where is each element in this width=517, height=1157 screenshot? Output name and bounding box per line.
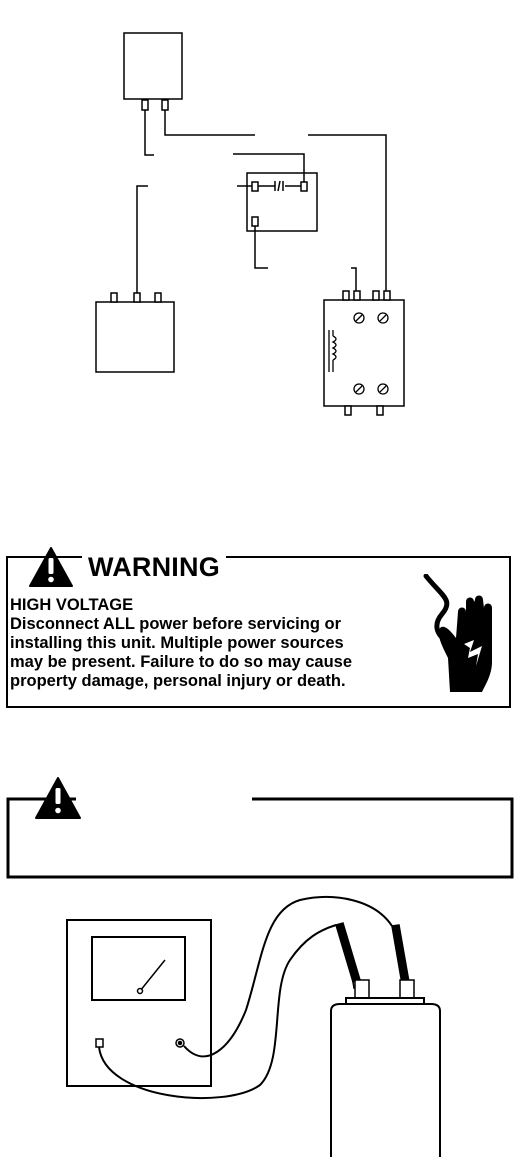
meter-needle-pivot bbox=[136, 987, 144, 995]
contactor-terminal-4 bbox=[383, 290, 391, 301]
contactor-terminal-6 bbox=[376, 405, 384, 416]
left-terminal-3 bbox=[154, 292, 162, 303]
electric-shock-hand-icon bbox=[423, 574, 492, 692]
wire-left-lower bbox=[136, 185, 148, 293]
meter-jack-left bbox=[95, 1038, 104, 1048]
warning-line: property damage, personal injury or deat… bbox=[10, 672, 346, 690]
top-component-terminal-left bbox=[141, 99, 149, 111]
warning-line: may be present. Failure to do so may cau… bbox=[10, 653, 353, 671]
test-lead-right bbox=[183, 896, 393, 1058]
exclamation-triangle-icon bbox=[35, 777, 81, 819]
contactor-terminal-3 bbox=[372, 290, 380, 301]
top-component-terminal-right bbox=[161, 99, 169, 111]
switch-contact-mark bbox=[274, 180, 284, 192]
top-component bbox=[123, 32, 183, 100]
warning-subheading: HIGH VOLTAGE bbox=[10, 596, 134, 614]
contactor-terminal-1 bbox=[342, 290, 350, 301]
capacitor-terminal-left bbox=[354, 979, 370, 999]
left-terminal-2 bbox=[133, 292, 141, 303]
capacitor-terminal-right bbox=[399, 979, 415, 999]
wire-to-right-block bbox=[308, 134, 387, 291]
warning-box bbox=[6, 556, 511, 708]
wire-right-contactor bbox=[351, 267, 357, 291]
wire-top-left bbox=[144, 110, 154, 156]
contactor-terminal-2 bbox=[353, 290, 361, 301]
meter-needle bbox=[139, 959, 166, 992]
test-lead-left bbox=[98, 924, 337, 1100]
exclamation-triangle-icon bbox=[29, 547, 73, 587]
left-lower-component bbox=[95, 301, 175, 373]
warning-line: Disconnect ALL power before servicing or bbox=[10, 615, 341, 633]
warning-heading: WARNING bbox=[82, 552, 226, 583]
contactor-terminal-5 bbox=[344, 405, 352, 416]
wiring-diagram bbox=[95, 32, 405, 416]
wire-into-switch-top bbox=[233, 153, 305, 182]
wire-from-switch-bottom bbox=[254, 226, 268, 269]
contactor-screws bbox=[353, 312, 389, 395]
warning-message: HIGH VOLTAGE Disconnect ALL power before… bbox=[10, 596, 415, 691]
meter-test-diagram bbox=[66, 896, 441, 1157]
wire-top-right bbox=[164, 110, 255, 136]
capacitor-top bbox=[345, 997, 425, 1004]
switch-terminal-right bbox=[300, 181, 308, 192]
contactor-coil bbox=[328, 330, 337, 372]
caution-box bbox=[6, 777, 514, 879]
probe-left bbox=[335, 922, 362, 989]
warning-line: installing this unit. Multiple power sou… bbox=[10, 634, 344, 652]
switch-terminal-bottom bbox=[251, 216, 259, 227]
switch-terminal-left bbox=[251, 181, 259, 192]
capacitor-body bbox=[330, 1003, 441, 1157]
left-terminal-1 bbox=[110, 292, 118, 303]
